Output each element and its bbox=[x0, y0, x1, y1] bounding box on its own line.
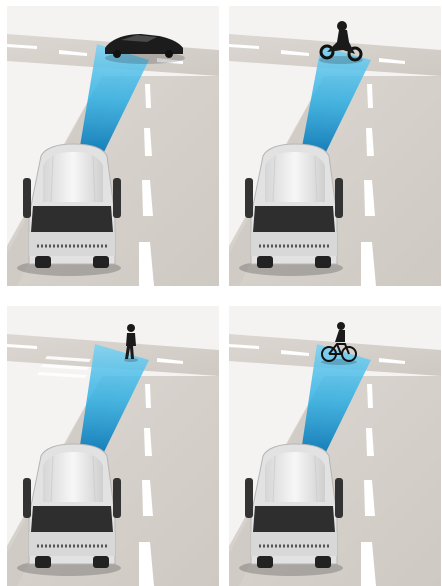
scene-panel-bicycle bbox=[229, 306, 441, 586]
scene-panel-pedestrian bbox=[7, 306, 219, 586]
scene-illustration bbox=[7, 306, 219, 586]
scene-illustration bbox=[229, 6, 441, 286]
suv-vehicle bbox=[239, 444, 343, 576]
scene-illustration bbox=[7, 6, 219, 286]
car-icon bbox=[105, 34, 185, 64]
scene-panel-motorcycle bbox=[229, 6, 441, 286]
suv-vehicle bbox=[17, 144, 121, 276]
scene-panel-car bbox=[7, 6, 219, 286]
suv-vehicle bbox=[239, 144, 343, 276]
scene-illustration bbox=[229, 306, 441, 586]
suv-vehicle bbox=[17, 444, 121, 576]
